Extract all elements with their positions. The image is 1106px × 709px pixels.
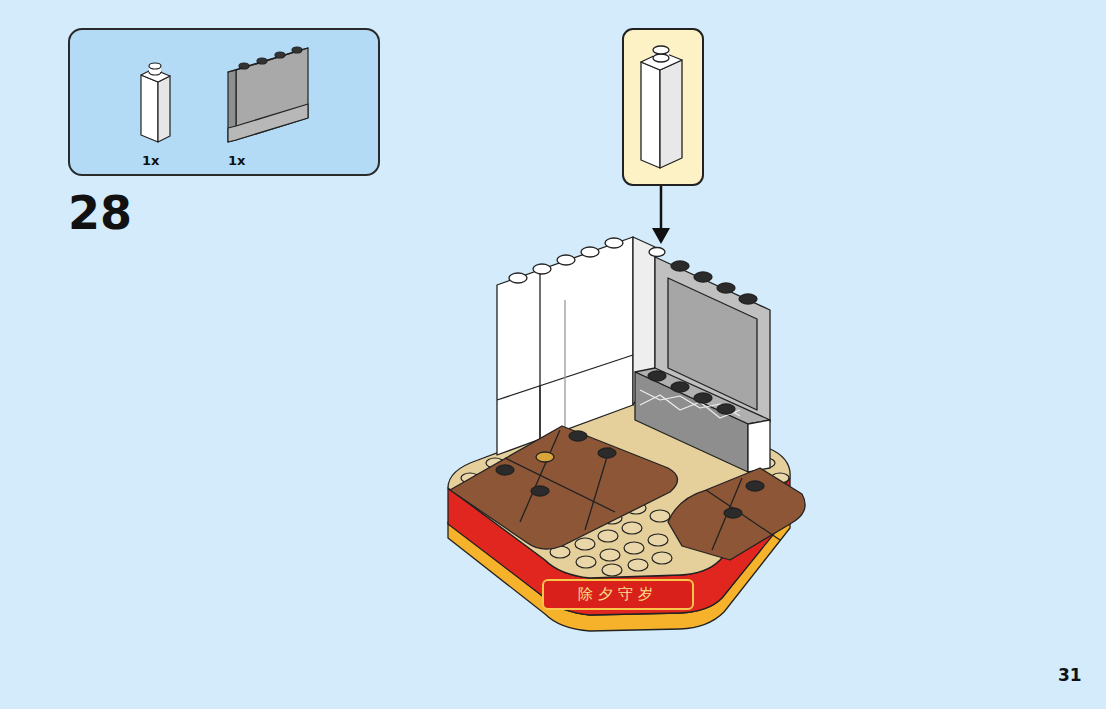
brick-part [141,63,170,142]
title-banner: 除夕守岁 [542,579,694,610]
page-number: 31 [1058,665,1082,685]
quantity-label: 1x [142,153,159,168]
panel-part [228,47,308,142]
parts-box-fill [69,29,379,175]
arrow-head [652,228,670,244]
parts-box: 1x 1x [68,28,380,176]
banner-text: 除夕守岁 [578,585,659,604]
brick-part [641,46,682,168]
callout-frame [623,29,703,185]
grey-panel [635,257,770,472]
step-number: 28 [68,186,132,240]
brown-tiles [450,426,805,560]
quantity-label: 1x [228,153,245,168]
placement-arrow [660,186,663,230]
